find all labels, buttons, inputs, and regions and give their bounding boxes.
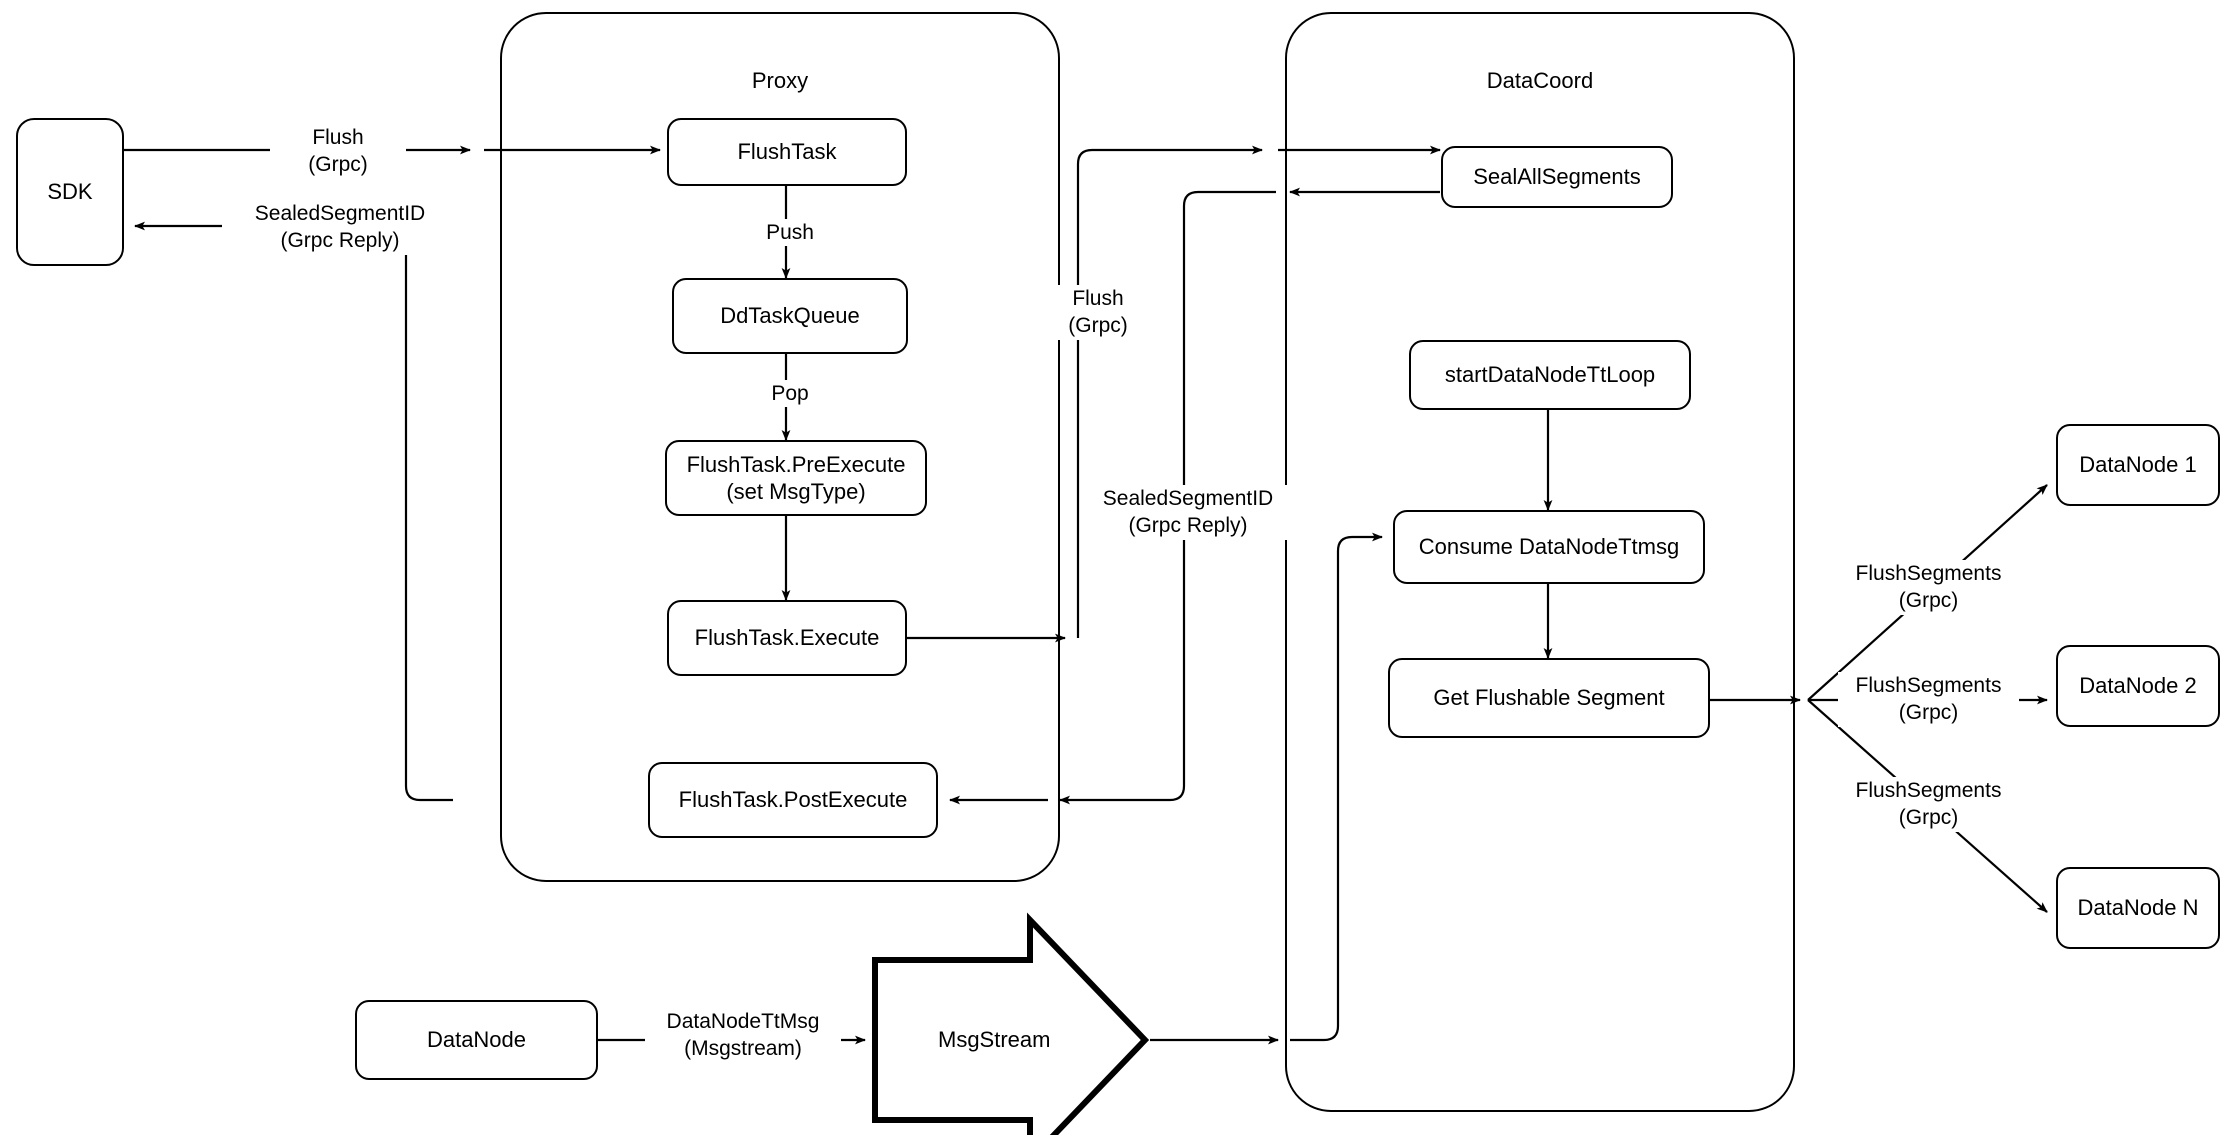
label-proxy-to-sdk: SealedSegmentID (Grpc Reply) [222, 200, 458, 255]
label-datacoord-to-proxy: SealedSegmentID (Grpc Reply) [1085, 485, 1291, 540]
node-sdk[interactable]: SDK [16, 118, 124, 266]
label-datanode-to-msgstream: DataNodeTtMsg (Msgstream) [645, 1008, 841, 1063]
node-sealallsegments[interactable]: SealAllSegments [1441, 146, 1673, 208]
node-flushtask-execute[interactable]: FlushTask.Execute [667, 600, 907, 676]
label-proxy-to-datacoord: Flush (Grpc) [1040, 285, 1156, 340]
node-get-flushable-segment[interactable]: Get Flushable Segment [1388, 658, 1710, 738]
node-consume-datanodettmsg[interactable]: Consume DataNodeTtmsg [1393, 510, 1705, 584]
node-flushtask-preexecute[interactable]: FlushTask.PreExecute (set MsgType) [665, 440, 927, 516]
node-datanode-2[interactable]: DataNode 2 [2056, 645, 2220, 727]
container-datacoord-title: DataCoord [1486, 68, 1594, 93]
label-flushsegments-datanode1: FlushSegments (Grpc) [1838, 560, 2019, 615]
node-flushtask[interactable]: FlushTask [667, 118, 907, 186]
edge-proxy-to-sdk [134, 221, 453, 802]
container-proxy-title: Proxy [751, 68, 809, 93]
node-ddtaskqueue[interactable]: DdTaskQueue [672, 278, 908, 354]
node-msgstream-label: MsgStream [938, 1027, 1051, 1052]
label-flushsegments-datanoden: FlushSegments (Grpc) [1838, 777, 2019, 832]
msgstream-arrow-shape [872, 912, 1150, 1135]
label-flushsegments-datanode2: FlushSegments (Grpc) [1838, 672, 2019, 727]
edge-datacoordedge-to-consume [1290, 532, 1383, 1042]
label-push: Push [742, 219, 838, 247]
label-sdk-to-proxy: Flush (Grpc) [270, 124, 406, 179]
node-startdatanodettloop[interactable]: startDataNodeTtLoop [1409, 340, 1691, 410]
node-datanode-1[interactable]: DataNode 1 [2056, 424, 2220, 506]
label-pop: Pop [748, 380, 832, 408]
edge-proxy-to-datacoord-flush [1076, 145, 1263, 638]
node-flushtask-postexecute[interactable]: FlushTask.PostExecute [648, 762, 938, 838]
node-datanode[interactable]: DataNode [355, 1000, 598, 1080]
node-datanode-n[interactable]: DataNode N [2056, 867, 2220, 949]
